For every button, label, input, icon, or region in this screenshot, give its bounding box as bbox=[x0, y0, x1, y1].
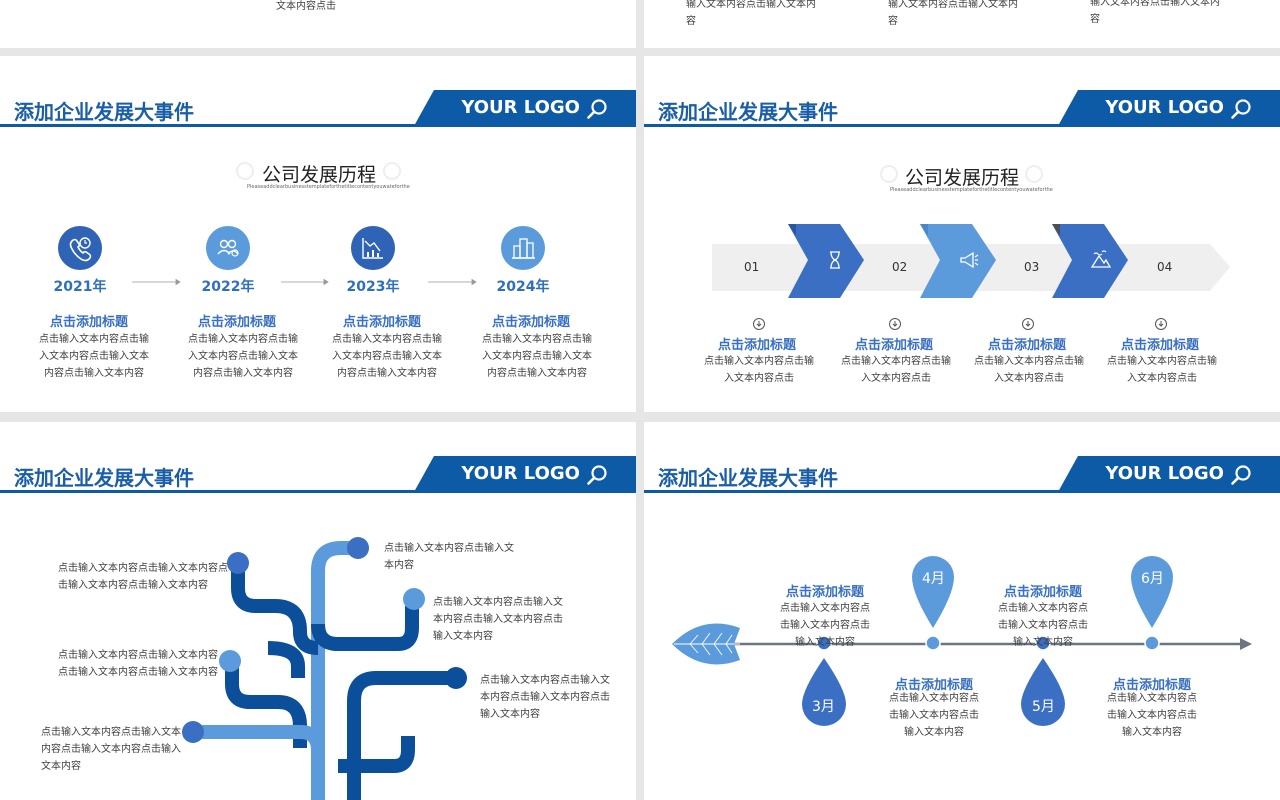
down-arrow-icon bbox=[1155, 318, 1167, 330]
arrow-connectors bbox=[132, 278, 477, 286]
title-dot-right bbox=[383, 162, 401, 180]
item-body: 点击输入文本内容点击输入文本内容点击输入文本内容点击输入文本内容 bbox=[482, 334, 592, 379]
event-heading: 点击添加标题 bbox=[894, 678, 973, 693]
item-body: 点击输入文本内容点击输入文本内容点击输入文本内容点击输入文本内容 bbox=[188, 334, 298, 379]
timeline-graphic bbox=[672, 556, 1252, 726]
team-icon bbox=[206, 226, 250, 270]
logo-banner bbox=[414, 90, 636, 126]
header-rule bbox=[0, 490, 636, 493]
header-rule bbox=[644, 490, 1280, 493]
item-body: 点击输入文本内容点击输入文本内容点击输入文本内容点击输入文本内容 bbox=[39, 334, 149, 379]
slide-company-history[interactable]: 添加企业发展大事件 YOUR LOGO 公司发展历程 Pleaseaddclea… bbox=[0, 56, 636, 412]
event-body: 点击输入文本内容点击输入文本内容点击输入文本内容 bbox=[889, 693, 979, 738]
down-arrow-icon bbox=[889, 318, 901, 330]
step-body: 点击输入文本内容点击输入文本内容点击 bbox=[1107, 356, 1217, 384]
slide-chevron-steps[interactable]: 添加企业发展大事件 YOUR LOGO 公司发展历程 Pleaseaddclea… bbox=[644, 56, 1280, 412]
section-title: 公司发展历程 bbox=[262, 164, 377, 186]
search-icon bbox=[587, 99, 607, 119]
step-number: 02 bbox=[892, 260, 908, 274]
item-heading: 点击添加标题 bbox=[49, 315, 128, 330]
year-label: 2024年 bbox=[496, 279, 550, 295]
branch-label: 点击输入文本内容点击输入文本内容 bbox=[384, 543, 514, 571]
title-dot-left bbox=[880, 165, 898, 183]
section-title: 公司发展历程 bbox=[905, 167, 1020, 189]
step-heading: 点击添加标题 bbox=[987, 338, 1066, 353]
branch-label: 点击输入文本内容点击输入文本内容点击输入文本内容点击输入文本内容 bbox=[58, 650, 218, 678]
leaf-icon bbox=[672, 623, 740, 665]
event-body: 点击输入文本内容点击输入文本内容点击输入文本内容 bbox=[1107, 693, 1197, 738]
search-icon bbox=[1231, 99, 1251, 119]
slide-month-timeline[interactable]: 添加企业发展大事件 YOUR LOGO bbox=[644, 422, 1280, 800]
slide-title: 添加企业发展大事件 bbox=[14, 466, 194, 490]
title-dot-left bbox=[236, 162, 254, 180]
header-rule bbox=[644, 124, 1280, 127]
top-right-slide-fragment: 输入文本内容点击输入文本内容 输入文本内容点击输入文本内容 输入文本内容点击输入… bbox=[644, 0, 1280, 48]
down-arrow-icon bbox=[753, 318, 765, 330]
item-heading: 点击添加标题 bbox=[342, 315, 421, 330]
month-label: 3月 bbox=[812, 699, 835, 715]
chevron-band bbox=[712, 224, 1230, 298]
month-label: 6月 bbox=[1141, 571, 1164, 587]
title-dot-right bbox=[1025, 165, 1043, 183]
section-subtitle: Pleaseaddclearbusinesstemplateforthetitl… bbox=[890, 187, 1053, 193]
branch-label: 点击输入文本内容点击输入文本内容点击输入文本内容点击输入文本内容 bbox=[433, 597, 563, 642]
top-left-slide-fragment: 文本内容点击 bbox=[0, 0, 636, 48]
fragment-text-3: 输入文本内容点击输入文本内容 bbox=[1090, 0, 1220, 25]
step-number: 01 bbox=[744, 260, 760, 274]
year-label: 2023年 bbox=[346, 279, 400, 295]
item-body: 点击输入文本内容点击输入文本内容点击输入文本内容点击输入文本内容 bbox=[332, 334, 442, 379]
branch-label: 点击输入文本内容点击输入文本内容点击输入文本内容点击输入文本内容 bbox=[480, 675, 610, 720]
item-heading: 点击添加标题 bbox=[491, 315, 570, 330]
step-body: 点击输入文本内容点击输入文本内容点击 bbox=[704, 356, 814, 384]
logo-banner bbox=[414, 456, 636, 492]
month-label: 4月 bbox=[922, 571, 945, 587]
logo-text: YOUR LOGO bbox=[1105, 97, 1224, 118]
month-label: 5月 bbox=[1032, 699, 1055, 715]
step-number: 04 bbox=[1157, 260, 1173, 274]
event-heading: 点击添加标题 bbox=[1003, 585, 1082, 600]
step-number: 03 bbox=[1024, 260, 1040, 274]
chart-decline-icon bbox=[351, 226, 395, 270]
event-body: 点击输入文本内容点击输入文本内容点击输入文本内容 bbox=[780, 603, 870, 648]
search-icon bbox=[587, 465, 607, 485]
logo-text: YOUR LOGO bbox=[461, 463, 580, 484]
fragment-text: 文本内容点击 bbox=[276, 1, 336, 12]
hourglass-icon bbox=[830, 251, 840, 269]
slide-title: 添加企业发展大事件 bbox=[658, 466, 838, 490]
section-subtitle: Pleaseaddclearbusinesstemplateforthetitl… bbox=[247, 184, 410, 190]
logo-banner bbox=[1058, 456, 1280, 492]
event-body: 点击输入文本内容点击输入文本内容点击输入文本内容 bbox=[998, 603, 1088, 648]
megaphone-icon bbox=[960, 251, 979, 269]
step-heading: 点击添加标题 bbox=[1120, 338, 1199, 353]
branch-label: 点击输入文本内容点击输入文本内容点击输入文本内容点击输入文本内容 bbox=[58, 563, 228, 591]
down-arrow-icon bbox=[1022, 318, 1034, 330]
mountain-icon bbox=[1090, 250, 1112, 268]
slide-branch-tree[interactable]: 添加企业发展大事件 YOUR LOGO bbox=[0, 422, 636, 800]
logo-text: YOUR LOGO bbox=[1105, 463, 1224, 484]
item-heading: 点击添加标题 bbox=[197, 315, 276, 330]
step-body: 点击输入文本内容点击输入文本内容点击 bbox=[841, 356, 951, 384]
search-icon bbox=[1231, 465, 1251, 485]
slide-title: 添加企业发展大事件 bbox=[658, 100, 838, 124]
step-heading: 点击添加标题 bbox=[717, 338, 796, 353]
logo-banner bbox=[1058, 90, 1280, 126]
step-body: 点击输入文本内容点击输入文本内容点击 bbox=[974, 356, 1084, 384]
phone-clock-icon bbox=[58, 226, 102, 270]
event-heading: 点击添加标题 bbox=[1112, 678, 1191, 693]
slide-title: 添加企业发展大事件 bbox=[14, 100, 194, 124]
header-rule bbox=[0, 124, 636, 127]
fragment-text-1: 输入文本内容点击输入文本内容 bbox=[686, 0, 816, 27]
fragment-text-2: 输入文本内容点击输入文本内容 bbox=[888, 0, 1018, 27]
logo-text: YOUR LOGO bbox=[461, 97, 580, 118]
branch-label: 点击输入文本内容点击输入文本内容点击输入文本内容点击输入文本内容 bbox=[41, 727, 181, 772]
step-heading: 点击添加标题 bbox=[854, 338, 933, 353]
tree-diagram bbox=[182, 537, 467, 800]
year-label: 2022年 bbox=[201, 279, 255, 295]
event-heading: 点击添加标题 bbox=[785, 585, 864, 600]
year-label: 2021年 bbox=[53, 279, 107, 295]
buildings-icon bbox=[501, 226, 545, 270]
